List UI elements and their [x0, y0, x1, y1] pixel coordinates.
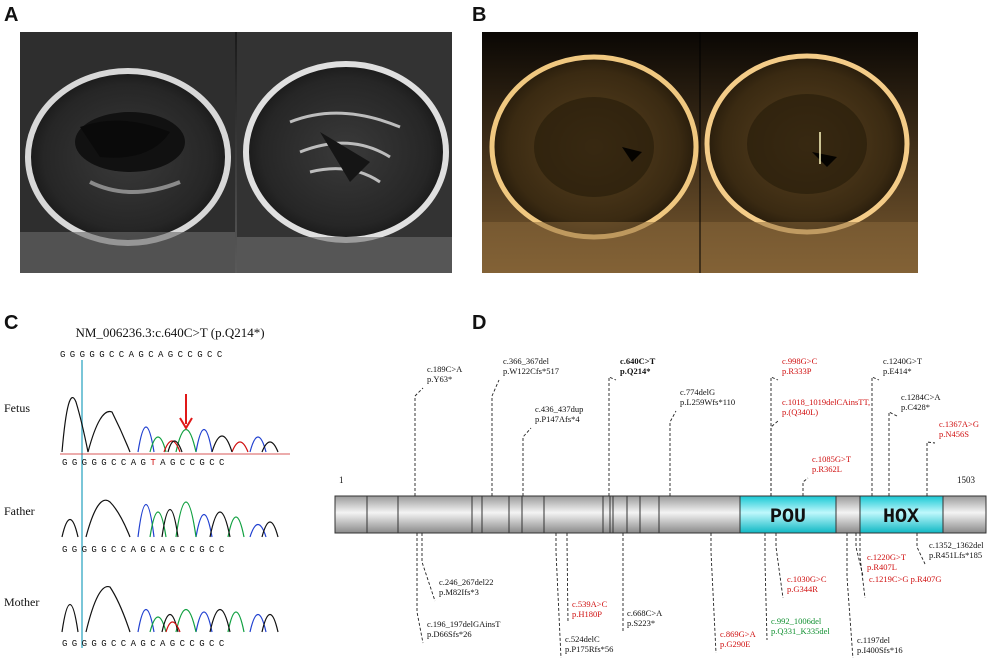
start-label: 1 — [339, 475, 344, 485]
variant-cdna-label: c.774delG — [680, 387, 715, 397]
variant-cdna-label: c.1240G>T — [883, 356, 923, 366]
variant-cdna-label: c.1197del — [857, 635, 891, 645]
variant-protein-label: p.R362L — [812, 464, 842, 474]
variant-leader-line — [414, 387, 424, 496]
variant-leader-line — [764, 533, 768, 641]
variant-protein-label: p.H180P — [572, 609, 602, 619]
variant-protein-label: p.G290E — [720, 639, 750, 649]
variant-leader-line — [802, 477, 809, 496]
variant-cdna-label: c.1018_1019delCAinsTT, — [782, 397, 870, 407]
variant-cdna-label: c.668C>A — [627, 608, 663, 618]
variant-cdna-label: c.992_1006del — [771, 616, 822, 626]
variant-protein-label: p.D66Sfs*26 — [427, 629, 472, 639]
variant-cdna-label: c.869G>A — [720, 629, 757, 639]
variant-leader-line — [926, 441, 936, 496]
variant-cdna-label: c.1284C>A — [901, 392, 941, 402]
row-label-fetus: Fetus — [4, 401, 30, 415]
domain-hox — [859, 495, 944, 534]
variant-protein-label: p.C428* — [901, 402, 930, 412]
row-label-father: Father — [4, 504, 35, 518]
variant-protein-label: p.Q331_K335del — [771, 626, 830, 636]
variant-cdna-label: c.539A>C — [572, 599, 608, 609]
end-label: 1503 — [957, 475, 976, 485]
sequencing-title: NM_006236.3:c.640C>T (p.Q214*) — [75, 325, 264, 340]
trace-mother — [61, 586, 279, 633]
variant-leader-line — [608, 376, 617, 496]
variant-protein-label: p.G344R — [787, 584, 818, 594]
variant-protein-label: p.Q214* — [620, 366, 650, 376]
variant-cdna-label: c.1219C>G p.R407G — [869, 574, 942, 584]
variant-cdna-label: c.1352_1362del — [929, 540, 984, 550]
variant-protein-label: p.P147Afs*4 — [535, 414, 580, 424]
variant-protein-label: p.N456S — [939, 429, 969, 439]
variant-protein-label: p.R407L — [867, 562, 897, 572]
variant-leader-line — [888, 411, 898, 496]
panel-label-b: B — [472, 4, 487, 26]
sequence-fetus: GGGGGCCAGTAGCCGCC — [62, 458, 229, 468]
domain-pou-label: POU — [770, 506, 806, 529]
variant-protein-label: p.E414* — [883, 366, 912, 376]
trace-father — [61, 499, 279, 538]
variant-protein-label: p.(Q340L) — [782, 407, 818, 417]
variant-cdna-label: c.1220G>T — [867, 552, 907, 562]
variant-protein-label: p.S223* — [627, 618, 655, 628]
domain-hox-label: HOX — [883, 506, 919, 529]
sequence-mother: GGGGGCCAGCAGCCGCC — [62, 639, 229, 649]
variant-leader-line — [522, 427, 532, 496]
ultrasound-image-a — [20, 32, 452, 273]
variant-cdna-label: c.524delC — [565, 634, 600, 644]
variant-leader-line — [710, 533, 717, 654]
variant-leader-line — [566, 533, 569, 624]
variant-cdna-label: c.189C>A — [427, 364, 463, 374]
variant-cdna-label: c.436_437dup — [535, 404, 583, 414]
panel-label-a: A — [4, 4, 19, 26]
panel-d-schematic: 1 1503 POU HOX c.189C>Ap.Y63*c.366_3 — [334, 356, 987, 658]
variant-protein-label: p.I400Sfs*16 — [857, 645, 903, 655]
variant-cdna-label: c.640C>T — [620, 356, 656, 366]
variant-leader-line — [421, 533, 436, 602]
ultrasound-image-b — [482, 32, 918, 273]
variant-leader-line — [669, 410, 677, 496]
variant-leader-line — [846, 533, 854, 658]
variant-leader-line — [555, 533, 562, 658]
variant-cdna-label: c.1030G>C — [787, 574, 827, 584]
panel-c-chromatogram: NM_006236.3:c.640C>T (p.Q214*) GGGGGCCAG… — [4, 325, 290, 649]
variant-protein-label: p.L259Wfs*110 — [680, 397, 735, 407]
variant-leader-line — [770, 376, 779, 496]
variant-leader-line — [491, 379, 500, 496]
variant-leader-line — [871, 376, 880, 496]
variant-protein-label: p.Y63* — [427, 374, 452, 384]
variant-leader-line — [416, 533, 424, 644]
panel-label-c: C — [4, 312, 19, 334]
panel-label-d: D — [472, 312, 487, 334]
trace-fetus — [60, 394, 290, 455]
variant-cdna-label: c.246_267del22 — [439, 577, 494, 587]
variant-protein-label: p.W122Cfs*517 — [503, 366, 559, 376]
variant-protein-label: p.P175Rfs*56 — [565, 644, 613, 654]
variant-protein-label: p.R451Lfs*185 — [929, 550, 982, 560]
variant-leader-line — [859, 533, 866, 599]
variant-cdna-label: c.998G>C — [782, 356, 818, 366]
variant-cdna-label: c.196_197delGAinsT — [427, 619, 501, 629]
reference-sequence: GGGGGCCAGCAGCCGCC — [60, 350, 227, 360]
variant-protein-label: p.M82Ifs*3 — [439, 587, 479, 597]
sequence-father: GGGGGCCAGCAGCCGCC — [62, 545, 229, 555]
domain-pou — [739, 495, 837, 534]
variant-leader-line — [770, 420, 779, 496]
variant-cdna-label: c.1367A>G — [939, 419, 979, 429]
variant-cdna-label: c.366_367del — [503, 356, 550, 366]
gene-bar: POU HOX — [334, 495, 987, 534]
row-label-mother: Mother — [4, 595, 39, 609]
variant-protein-label: p.R333P — [782, 366, 812, 376]
variant-leader-line — [775, 533, 784, 599]
variant-cdna-label: c.1085G>T — [812, 454, 852, 464]
variant-leader-line — [916, 533, 926, 565]
